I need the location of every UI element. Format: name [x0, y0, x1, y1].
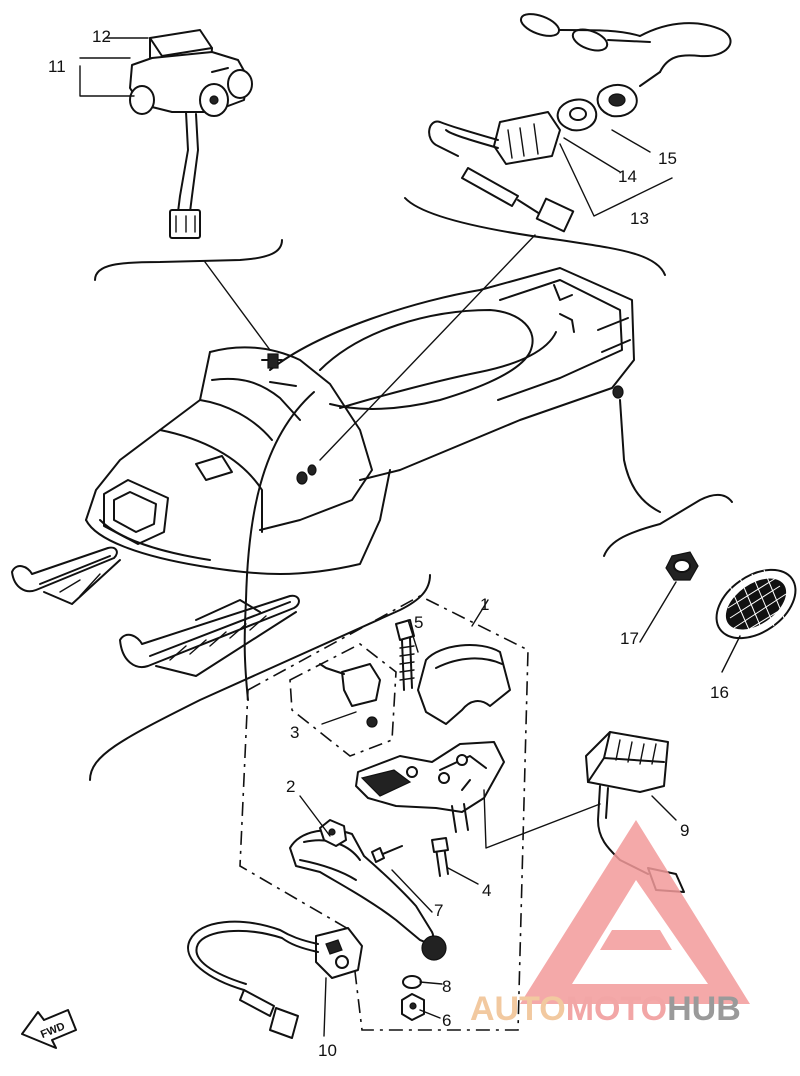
callout-3: 3 — [290, 723, 299, 742]
bracket-right-callout — [404, 197, 666, 276]
callout-labels: 1 2 3 4 5 6 7 8 9 10 11 12 13 14 15 16 1… — [48, 27, 729, 1060]
relay-assembly — [129, 29, 253, 239]
reflector-and-nut — [639, 551, 797, 673]
leader-handlebar — [243, 391, 315, 701]
callout-8: 8 — [442, 977, 451, 996]
assembly-boundary-3 — [289, 643, 397, 757]
key-switch-assembly — [428, 13, 732, 233]
callout-5: 5 — [414, 613, 423, 632]
callout-16: 16 — [710, 683, 729, 702]
assembly-boundary — [239, 595, 529, 1031]
callout-12: 12 — [92, 27, 111, 46]
callout-2: 2 — [286, 777, 295, 796]
watermark-text: AUTOMOTOHUB — [470, 990, 741, 1028]
callout-6: 6 — [442, 1011, 451, 1030]
callout-7: 7 — [434, 901, 443, 920]
callout-15: 15 — [658, 149, 677, 168]
callout-14: 14 — [618, 167, 637, 186]
bracket-left-callout — [94, 239, 283, 281]
watermark-auto: AUTO — [470, 990, 566, 1028]
leader-rear — [619, 399, 661, 513]
callout-1: 1 — [480, 595, 489, 614]
divider-curve — [89, 574, 431, 781]
watermark-hub: HUB — [667, 990, 741, 1028]
callout-17: 17 — [620, 629, 639, 648]
fwd-direction-arrow: FWD — [21, 1009, 77, 1049]
bracket-rear-lights — [603, 494, 733, 557]
callout-leaders — [79, 37, 677, 1037]
leader-relay — [204, 261, 271, 351]
callout-9: 9 — [680, 821, 689, 840]
callout-10: 10 — [318, 1041, 337, 1060]
watermark-triangle — [520, 820, 750, 1004]
snowmobile-body — [11, 267, 635, 677]
callout-4: 4 — [482, 881, 491, 900]
watermark-logo: AUTOMOTOHUB — [470, 820, 750, 1028]
callout-13: 13 — [630, 209, 649, 228]
watermark-moto: MOTO — [566, 990, 667, 1028]
throttle-assembly — [187, 619, 511, 1039]
callout-11: 11 — [48, 57, 66, 76]
